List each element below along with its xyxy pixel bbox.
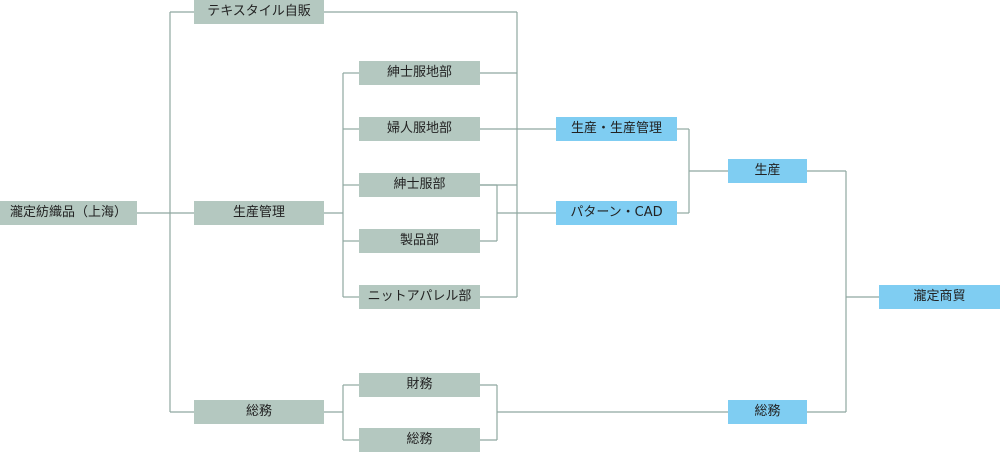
textile-retail-box: テキスタイル自販 xyxy=(194,0,324,24)
products-dept-box: 製品部 xyxy=(359,229,480,253)
general-affairs-sub-box: 総務 xyxy=(359,428,480,452)
mens-wear-dept-box: 紳士服部 xyxy=(359,173,480,197)
finance-box: 財務 xyxy=(359,373,480,397)
partner-company-box: 瀧定商貿 xyxy=(879,285,1000,309)
knit-apparel-dept-box: ニットアパレル部 xyxy=(359,285,480,309)
production-management-box: 生産管理 xyxy=(194,201,324,225)
partner-production-box: 生産 xyxy=(728,159,807,183)
mens-fabric-dept-box: 紳士服地部 xyxy=(359,61,480,85)
partner-production-mgmt-box: 生産・生産管理 xyxy=(556,117,677,141)
womens-fabric-dept-box: 婦人服地部 xyxy=(359,117,480,141)
general-affairs-box: 総務 xyxy=(194,400,324,424)
partner-general-affairs-box: 総務 xyxy=(728,400,807,424)
partner-pattern-cad-box: パターン・CAD xyxy=(556,201,677,225)
root-company-box: 瀧定紡織品（上海） xyxy=(0,201,137,225)
